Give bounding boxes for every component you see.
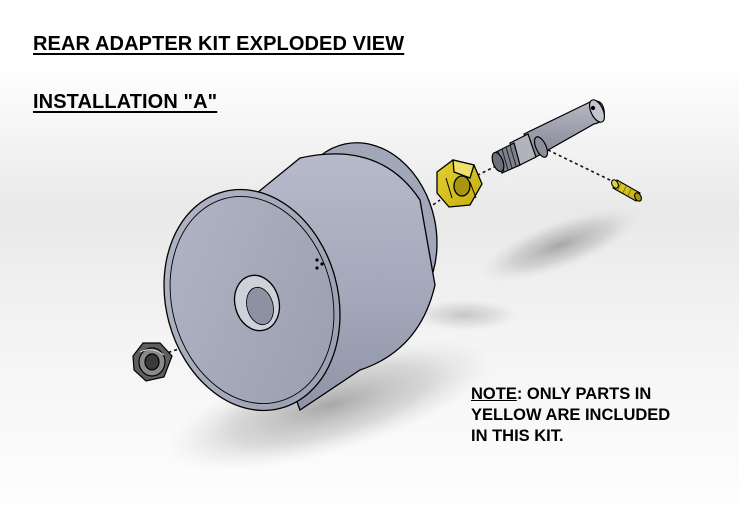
- kit-note: NOTE: ONLY PARTS IN YELLOW ARE INCLUDED …: [471, 384, 670, 447]
- threaded-shaft: [491, 99, 606, 174]
- note-line-1: NOTE: ONLY PARTS IN: [471, 384, 670, 405]
- note-line-1-text: : ONLY PARTS IN: [516, 385, 652, 403]
- note-label: NOTE: [471, 385, 517, 403]
- slotted-nut-kit-part: [436, 159, 483, 208]
- floor-shadows: [166, 208, 641, 471]
- note-line-2: YELLOW ARE INCLUDED: [471, 406, 671, 424]
- pin-kit-part: [611, 179, 642, 202]
- note-line-3: IN THIS KIT.: [471, 427, 564, 445]
- installation-subtitle: INSTALLATION "A": [33, 91, 218, 113]
- page-title: REAR ADAPTER KIT EXPLODED VIEW: [33, 33, 405, 55]
- drum-housing: [163, 142, 438, 412]
- hex-nut: [132, 342, 173, 382]
